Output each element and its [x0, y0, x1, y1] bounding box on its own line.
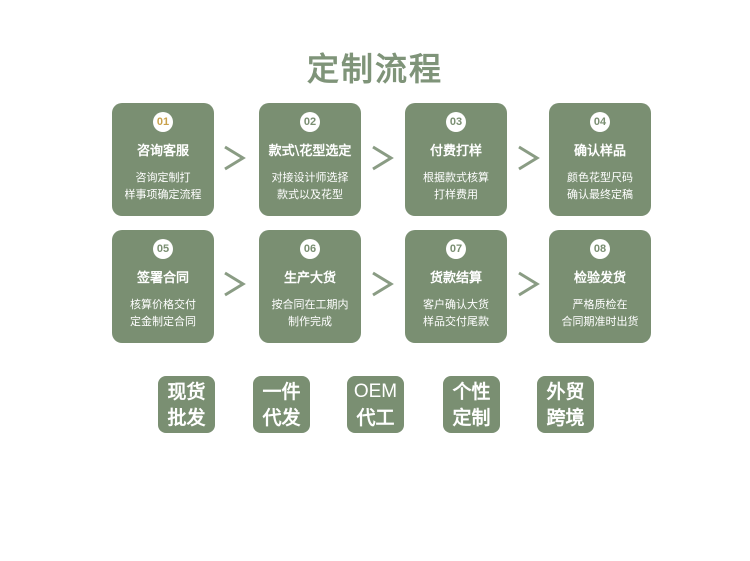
step-title: 生产大货	[283, 271, 336, 286]
step-title: 货款结算	[429, 271, 482, 286]
service-badge-line: 跨境	[546, 407, 585, 429]
step-card-04: 04 确认样品 颜色花型尺码 确认最终定稿	[549, 103, 651, 216]
service-badge-line: 批发	[167, 407, 206, 429]
step-card-01: 01 咨询客服 咨询定制打 样事项确定流程	[112, 103, 214, 216]
service-badge-line: 代发	[262, 407, 301, 429]
step-number-badge: 05	[153, 239, 173, 259]
step-number-badge: 06	[300, 239, 320, 259]
step-description: 颜色花型尺码 确认最终定稿	[549, 169, 651, 203]
step-title: 咨询客服	[136, 144, 189, 159]
service-badge-line: 定制	[452, 407, 491, 429]
step-desc-line: 颜色花型尺码	[567, 171, 633, 184]
step-number-badge: 07	[446, 239, 466, 259]
service-badge-line: 一件	[262, 381, 301, 403]
service-badge-line: 外贸	[546, 381, 585, 403]
page-title: 定制流程	[306, 50, 443, 88]
step-description: 客户确认大货 样品交付尾款	[405, 296, 507, 330]
step-desc-line: 确认最终定稿	[567, 188, 633, 201]
step-description: 咨询定制打 样事项确定流程	[112, 169, 214, 203]
service-badge-line: 现货	[167, 381, 206, 403]
step-title: 签署合同	[136, 271, 189, 286]
step-desc-line: 定金制定合同	[130, 315, 196, 328]
step-card-03: 03 付费打样 根据款式核算 打样费用	[405, 103, 507, 216]
step-desc-line: 严格质检在	[572, 298, 628, 311]
step-description: 核算价格交付 定金制定合同	[112, 296, 214, 330]
step-desc-line: 对接设计师选择	[271, 171, 349, 184]
step-description: 按合同在工期内 制作完成	[259, 296, 361, 330]
step-desc-line: 核算价格交付	[130, 298, 196, 311]
step-desc-line: 根据款式核算	[423, 171, 489, 184]
step-description: 严格质检在 合同期准时出货	[549, 296, 651, 330]
step-desc-line: 合同期准时出货	[561, 315, 639, 328]
step-description: 根据款式核算 打样费用	[405, 169, 507, 203]
step-desc-line: 样品交付尾款	[423, 315, 489, 328]
step-card-02: 02 款式\花型选定 对接设计师选择 款式以及花型	[259, 103, 361, 216]
step-title: 付费打样	[429, 144, 482, 159]
step-desc-line: 咨询定制打	[135, 171, 191, 184]
service-badge-line: 代工	[356, 407, 395, 429]
step-number-badge: 04	[590, 112, 610, 132]
step-desc-line: 制作完成	[288, 315, 332, 328]
chevron-right-icon	[372, 145, 394, 171]
step-title: 确认样品	[573, 144, 626, 159]
chevron-right-icon	[224, 271, 246, 297]
service-badge-oem: OEM 代工	[347, 376, 404, 433]
step-desc-line: 样事项确定流程	[124, 188, 202, 201]
service-badge-line: OEM	[353, 381, 398, 402]
service-badge-dropship: 一件 代发	[253, 376, 310, 433]
service-badge-wholesale: 现货 批发	[158, 376, 215, 433]
service-badge-line: 个性	[452, 381, 491, 403]
service-badge-crossborder: 外贸 跨境	[537, 376, 594, 433]
service-badge-custom: 个性 定制	[443, 376, 500, 433]
chevron-right-icon	[518, 145, 540, 171]
step-description: 对接设计师选择 款式以及花型	[259, 169, 361, 203]
step-number-badge: 01	[153, 112, 173, 132]
chevron-right-icon	[518, 271, 540, 297]
step-card-08: 08 检验发货 严格质检在 合同期准时出货	[549, 230, 651, 343]
step-number-badge: 03	[446, 112, 466, 132]
step-desc-line: 打样费用	[434, 188, 478, 201]
step-card-06: 06 生产大货 按合同在工期内 制作完成	[259, 230, 361, 343]
step-title: 检验发货	[573, 271, 626, 286]
chevron-right-icon	[224, 145, 246, 171]
step-desc-line: 按合同在工期内	[271, 298, 349, 311]
step-title: 款式\花型选定	[268, 144, 352, 159]
step-number-badge: 02	[300, 112, 320, 132]
step-desc-line: 客户确认大货	[423, 298, 489, 311]
step-number-badge: 08	[590, 239, 610, 259]
step-card-05: 05 签署合同 核算价格交付 定金制定合同	[112, 230, 214, 343]
chevron-right-icon	[372, 271, 394, 297]
step-card-07: 07 货款结算 客户确认大货 样品交付尾款	[405, 230, 507, 343]
step-desc-line: 款式以及花型	[277, 188, 343, 201]
